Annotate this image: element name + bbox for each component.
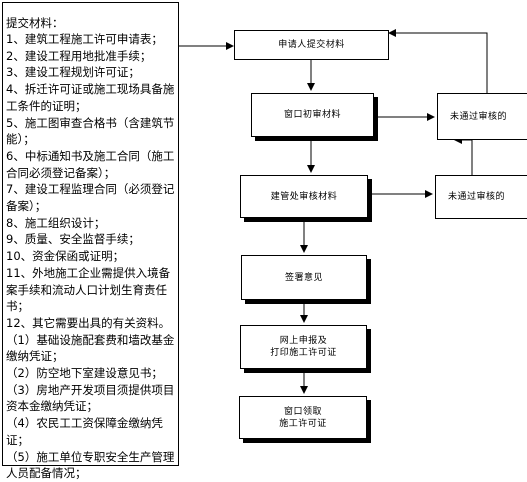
online-line-2: 打印施工许可证 xyxy=(270,348,337,358)
window-review-box: 窗口初审材料 xyxy=(251,93,374,137)
list-item: （3）房地产开发项目须提供项目资本金缴纳凭证； xyxy=(6,382,175,414)
materials-list: 1、建筑工程施工许可申请表； 2、建设工程用地批准手续； 3、建设工程规划许可证… xyxy=(6,31,176,482)
arrow-reject-2-to-window xyxy=(454,136,473,175)
pickup-box: 窗口领取 施工许可证 xyxy=(239,396,367,439)
online-line-1: 网上申报及 xyxy=(279,336,328,346)
list-item: 3、建设工程规划许可证； xyxy=(6,65,140,80)
list-item: 5、施工图审查合格书（含建筑节能）； xyxy=(6,115,175,147)
reject-box-2: 未通过审核的 xyxy=(435,175,527,219)
list-item: 8、施工组织设计； xyxy=(6,215,106,230)
list-item: 6、中标通知书及施工合同（施工合同必须登记备案）； xyxy=(6,148,175,180)
materials-panel: 提交材料： 1、建筑工程施工许可申请表； 2、建设工程用地批准手续； 3、建设工… xyxy=(2,2,179,480)
list-item: 4、拆迁许可证或施工现场具备施工条件的证明； xyxy=(6,82,175,113)
flow-connectors xyxy=(179,29,488,394)
list-item: 1、建筑工程施工许可申请表； xyxy=(6,32,163,46)
sign-box: 签署意见 xyxy=(241,255,367,300)
list-item: 11、外地施工企业需提供入境备案手续和流动人口计划生育责任书； xyxy=(6,265,171,314)
list-item: 12、其它需要出具的有关资料。 xyxy=(6,315,171,330)
list-item: 7、建设工程监理合同（必须登记备案）； xyxy=(6,182,175,214)
list-item: 2、建设工程用地批准手续； xyxy=(6,48,152,63)
arrow-reject-1-to-applicant xyxy=(388,29,488,93)
pickup-line-2: 施工许可证 xyxy=(279,418,327,429)
list-item: （2）防空地下室建设意见书； xyxy=(6,366,163,381)
dept-review-box: 建管处审核材料 xyxy=(240,175,368,218)
list-item: （4）农民工工资保障金缴纳凭证； xyxy=(6,416,163,447)
online-box: 网上申报及 打印施工许可证 xyxy=(240,325,367,369)
materials-title: 提交材料： xyxy=(6,16,64,30)
applicant-box: 申请人提交材料 xyxy=(234,30,389,60)
list-item: 9、质量、安全监督手续； xyxy=(6,232,140,247)
reject-box-1: 未通过审核的 xyxy=(437,93,527,140)
list-item: （1）基础设施配套费和墙改基金缴纳凭证； xyxy=(6,332,175,364)
pickup-line-1: 窗口领取 xyxy=(283,406,322,417)
list-item: 10、资金保函或证明； xyxy=(6,249,125,264)
